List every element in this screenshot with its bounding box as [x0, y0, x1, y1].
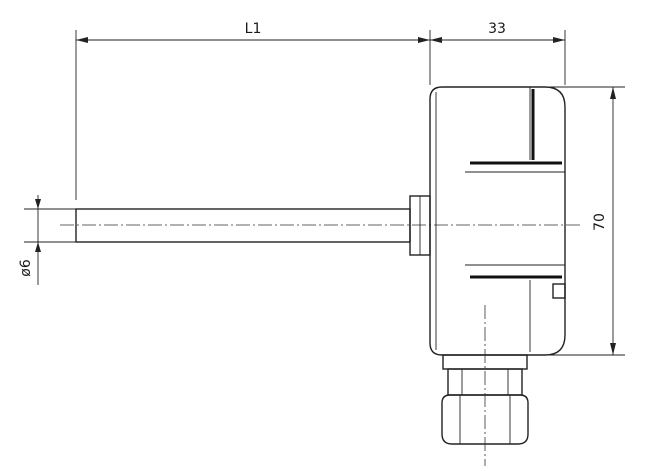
dimension-33-label: 33 — [488, 21, 506, 37]
probe-fitting — [409, 195, 431, 256]
dimension-70-label: 70 — [592, 213, 608, 231]
probe-rod — [75, 208, 411, 243]
dimension-diameter-label: ø6 — [18, 259, 34, 277]
dimension-diameter: ø6 — [18, 195, 76, 285]
dimension-33: 33 — [430, 21, 566, 85]
dimension-l1-label: L1 — [245, 21, 262, 37]
dimension-70: 70 — [545, 86, 625, 356]
dimension-l1: L1 — [75, 21, 431, 200]
housing — [429, 86, 566, 356]
